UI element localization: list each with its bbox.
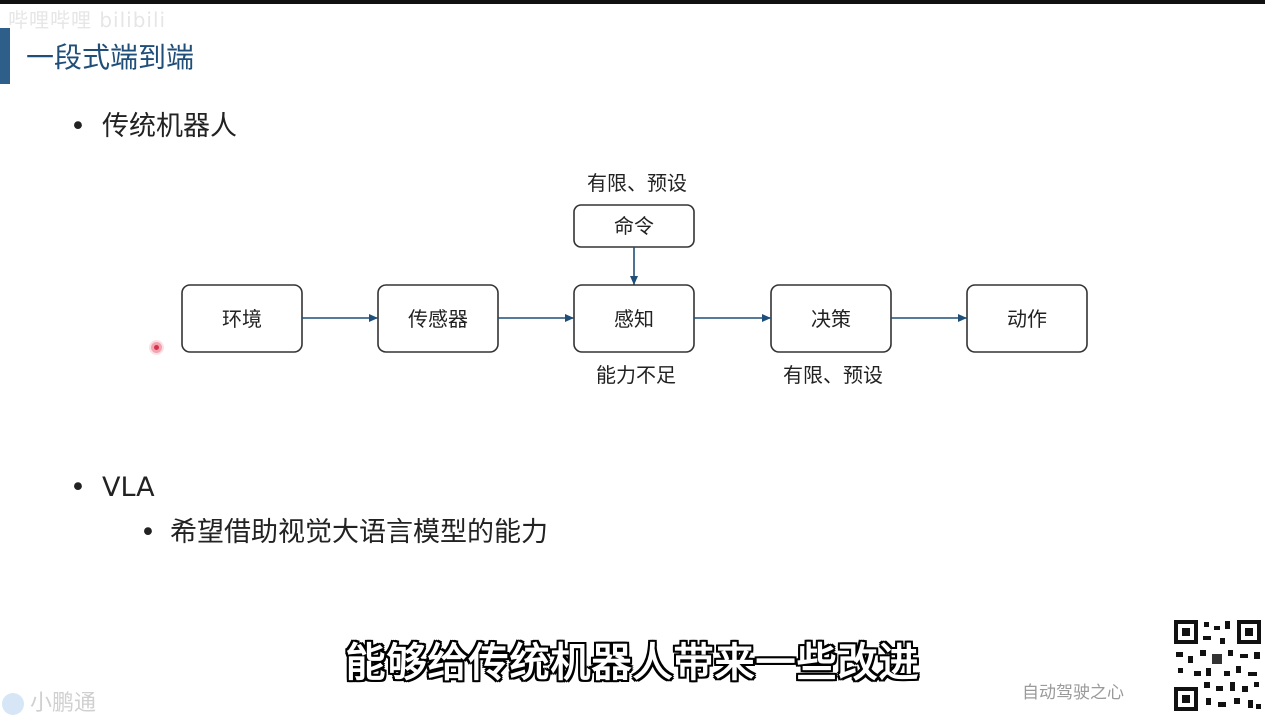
bullet-text: 传统机器人 (102, 111, 237, 142)
title-accent-bar (0, 28, 10, 84)
top-bar (0, 0, 1265, 4)
decision-note: 有限、预设 (783, 363, 883, 387)
logo-icon (2, 693, 24, 715)
slide-title: 一段式端到端 (26, 41, 195, 74)
sensor-label: 传感器 (408, 307, 468, 331)
bottom-logo: 小鹏通 (2, 685, 96, 717)
sub-bullet-vla: • 希望借助视觉大语言模型的能力 (140, 510, 548, 549)
qr-code-icon (1170, 616, 1265, 715)
pointer-dot-icon (151, 342, 162, 353)
brand-watermark: 自动驾驶之心 (1022, 683, 1124, 703)
env-label: 环境 (222, 307, 262, 331)
sub-bullet-dot-icon: • (140, 517, 156, 548)
video-subtitle: 能够给传统机器人带来一些改进 (345, 640, 920, 686)
sub-bullet-text: 希望借助视觉大语言模型的能力 (170, 517, 548, 548)
bullet-dot-icon: • (70, 472, 86, 503)
bullet-text: VLA (102, 472, 155, 503)
command-note: 有限、预设 (587, 171, 687, 195)
bottom-logo-text: 小鹏通 (30, 691, 97, 716)
bilibili-watermark: 哔哩哔哩 bilibili (8, 8, 167, 32)
bullet-vla: • VLA (70, 472, 155, 503)
perception-note: 能力不足 (596, 363, 676, 387)
bullet-dot-icon: • (70, 111, 86, 142)
action-label: 动作 (1007, 307, 1047, 331)
perception-label: 感知 (614, 307, 654, 331)
bullet-traditional-robot: • 传统机器人 (70, 104, 237, 143)
command-label: 命令 (614, 214, 654, 238)
decision-label: 决策 (811, 307, 851, 331)
